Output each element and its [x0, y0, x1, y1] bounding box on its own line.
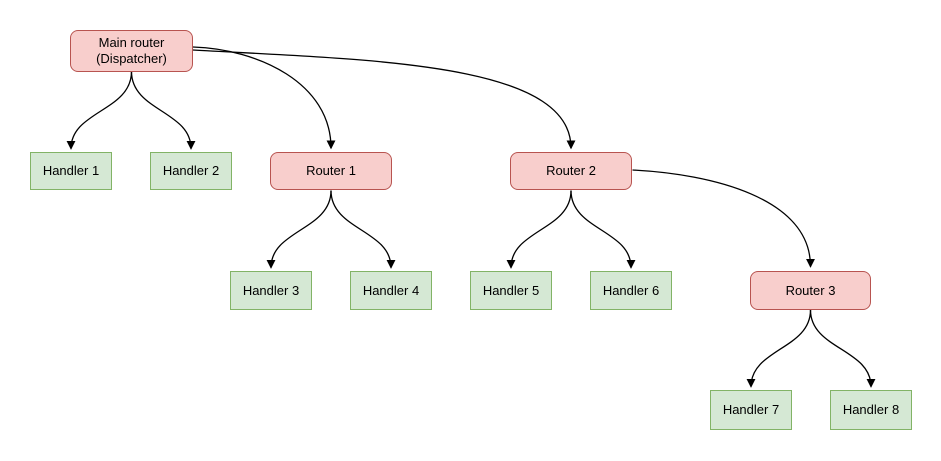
node-handler-1: Handler 1	[30, 152, 112, 190]
edge-router1-handler4	[330, 190, 396, 269]
edge-main-handler1	[66, 71, 133, 150]
node-main-router-label-line2: (Dispatcher)	[96, 51, 167, 66]
node-handler-3-label: Handler 3	[242, 282, 300, 298]
node-handler-5: Handler 5	[470, 271, 552, 310]
node-handler-6: Handler 6	[590, 271, 672, 310]
edge-router2-router3	[632, 169, 816, 268]
edge-router2-handler5	[506, 190, 572, 269]
edge-router3-handler8	[809, 309, 876, 388]
node-handler-2-label: Handler 2	[162, 163, 220, 178]
node-handler-8-label: Handler 8	[842, 402, 900, 417]
node-main-router-label-line1: Main router	[98, 35, 165, 50]
edge-main-handler2	[130, 71, 196, 150]
node-router-3-label: Router 3	[785, 282, 836, 298]
node-handler-7: Handler 7	[710, 390, 792, 430]
node-handler-8: Handler 8	[830, 390, 912, 430]
edge-router1-handler3	[266, 190, 332, 269]
node-handler-4: Handler 4	[350, 271, 432, 310]
edge-main-router2	[192, 49, 576, 150]
edge-router3-handler7	[746, 309, 812, 388]
node-handler-3: Handler 3	[230, 271, 312, 310]
node-router-1-label: Router 1	[306, 163, 356, 178]
node-handler-4-label: Handler 4	[362, 282, 420, 298]
node-handler-2: Handler 2	[150, 152, 232, 190]
node-router-1: Router 1	[270, 152, 392, 190]
node-router-3: Router 3	[750, 271, 871, 310]
node-main-router: Main router (Dispatcher)	[70, 30, 193, 72]
node-router-2-label: Router 2	[546, 163, 596, 178]
node-handler-5-label: Handler 5	[482, 282, 540, 298]
node-router-2: Router 2	[510, 152, 632, 190]
node-handler-6-label: Handler 6	[602, 282, 660, 298]
node-handler-1-label: Handler 1	[42, 163, 100, 178]
edge-main-router1	[192, 46, 336, 150]
edge-router2-handler6	[570, 190, 636, 269]
node-handler-7-label: Handler 7	[722, 402, 780, 417]
